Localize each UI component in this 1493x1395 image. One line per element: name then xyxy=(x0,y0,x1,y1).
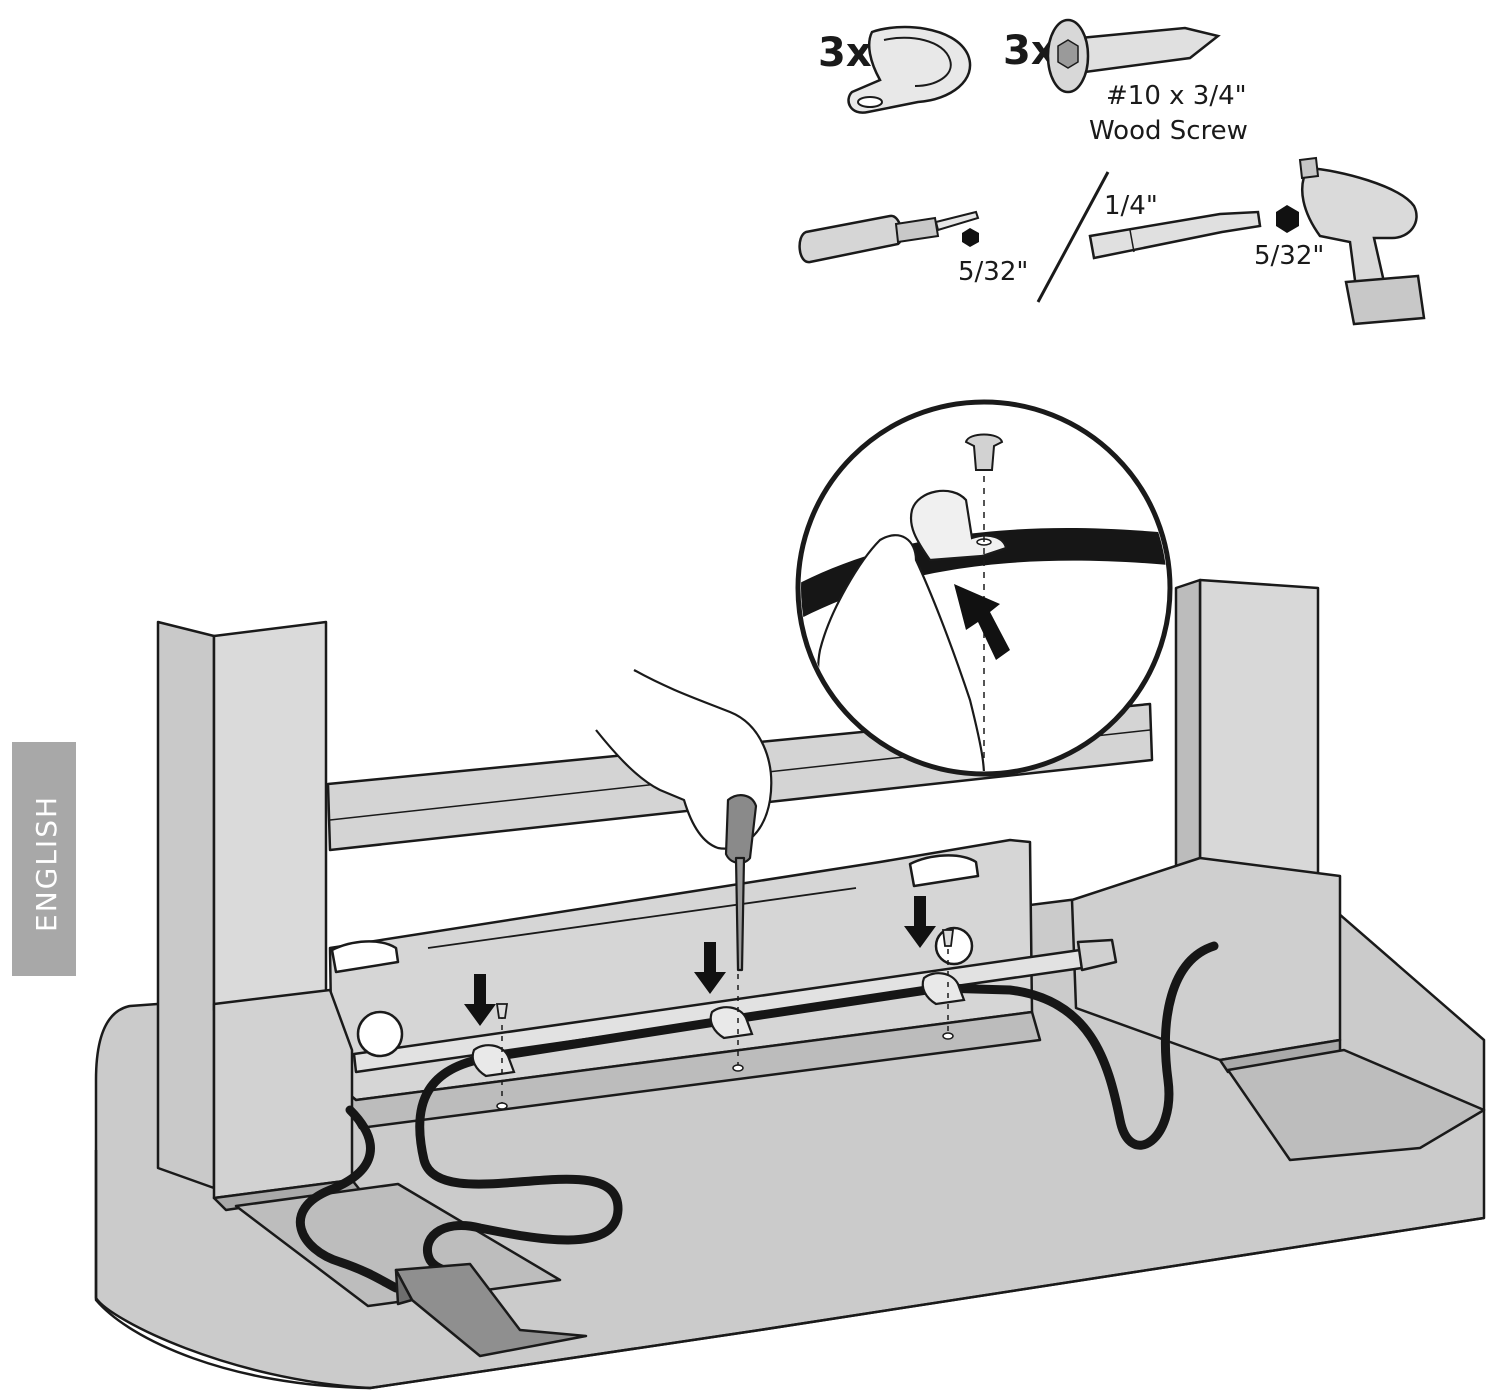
screwdriver-tool: 5/32" xyxy=(798,210,1028,287)
cable-clip-icon xyxy=(921,972,966,1006)
frame-slot-left xyxy=(330,940,400,974)
clip-quantity: 3x xyxy=(818,30,872,76)
left-leg-mount xyxy=(212,988,354,1200)
desk-assembly xyxy=(94,578,1486,1390)
drill-hex-size: 5/32" xyxy=(1254,241,1324,271)
cable-clip-icon xyxy=(709,1006,754,1040)
cable-clip-icon xyxy=(471,1044,516,1078)
hex-bit-icon xyxy=(1088,210,1262,260)
rod-end-cap xyxy=(1076,938,1118,972)
insert-arrows xyxy=(464,896,936,1026)
power-drill-icon xyxy=(1298,156,1426,326)
wood-screw-icon xyxy=(964,433,1004,471)
desktop-edge xyxy=(94,1150,1485,1390)
arrow-up-left-icon xyxy=(954,584,1010,660)
language-tab: ENGLISH xyxy=(12,742,76,976)
right-foot-plate xyxy=(1226,1048,1486,1162)
right-leg-column xyxy=(1198,578,1320,880)
language-tab-label: ENGLISH xyxy=(30,795,63,932)
screwdriver-hex-size: 5/32" xyxy=(958,257,1028,287)
arrow-down-icon xyxy=(464,974,496,1026)
arrow-down-icon xyxy=(904,896,936,948)
frame-slot-right xyxy=(908,854,980,888)
hex-size-icon xyxy=(962,228,979,247)
wood-screw-icon xyxy=(1046,18,1221,94)
wood-screw-part: 3x #10 x 3/4" Wood Screw xyxy=(1003,18,1248,146)
bit-shank-size: 1/4" xyxy=(1104,191,1158,221)
screwdriver-shaft xyxy=(734,856,746,972)
cable-clip-part: 3x xyxy=(818,25,972,114)
cable-clip-icon xyxy=(847,25,972,114)
detail-callout xyxy=(795,399,1173,777)
hex-size-icon xyxy=(1276,205,1299,233)
target-holes xyxy=(496,1032,954,1110)
frame-hole-right xyxy=(934,926,974,966)
control-pedal xyxy=(394,1262,588,1358)
wood-screw-icon xyxy=(495,1003,509,1019)
screw-size-label: #10 x 3/4" xyxy=(1106,81,1247,111)
installed-clips xyxy=(471,972,966,1078)
screw-guides xyxy=(501,938,949,1104)
or-divider xyxy=(1036,171,1110,303)
drill-bit-tool: 1/4" 5/32" xyxy=(1088,191,1324,271)
floating-screws xyxy=(495,929,955,1019)
hand-with-screwdriver xyxy=(595,669,773,972)
power-cable xyxy=(295,941,1219,1297)
frame-hole-left xyxy=(356,1010,404,1058)
screw-name-label: Wood Screw xyxy=(1089,116,1248,146)
left-leg-column xyxy=(156,620,216,1190)
wood-screw-icon xyxy=(941,929,955,947)
screwdriver-icon xyxy=(798,210,980,264)
arrow-down-icon xyxy=(694,942,726,994)
